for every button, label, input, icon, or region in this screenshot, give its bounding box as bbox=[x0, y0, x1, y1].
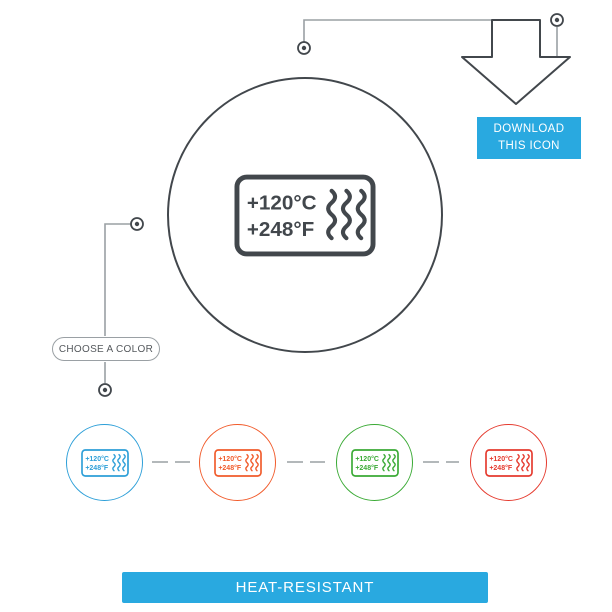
heat-resistant-icon-small bbox=[214, 449, 262, 477]
download-arrow-icon bbox=[461, 19, 571, 105]
heat-resistant-button[interactable]: HEAT-RESISTANT bbox=[122, 572, 488, 603]
download-button[interactable]: DOWNLOAD THIS ICON bbox=[477, 117, 581, 159]
color-variant-green[interactable] bbox=[336, 424, 413, 501]
heat-resistant-icon-small bbox=[485, 449, 533, 477]
choose-color-text: CHOOSE A COLOR bbox=[58, 343, 154, 355]
choose-color-label: CHOOSE A COLOR bbox=[52, 337, 160, 361]
heat-resistant-icon-small bbox=[351, 449, 399, 477]
heat-resistant-button-label: HEAT-RESISTANT bbox=[235, 579, 375, 596]
heat-resistant-icon bbox=[234, 174, 376, 257]
heat-resistant-icon-small bbox=[81, 449, 129, 477]
color-variant-red[interactable] bbox=[470, 424, 547, 501]
color-variant-blue[interactable] bbox=[66, 424, 143, 501]
main-icon-circle bbox=[167, 77, 443, 353]
color-variant-orange[interactable] bbox=[199, 424, 276, 501]
download-button-line1: DOWNLOAD bbox=[493, 123, 565, 136]
download-button-line2: THIS ICON bbox=[498, 140, 560, 152]
